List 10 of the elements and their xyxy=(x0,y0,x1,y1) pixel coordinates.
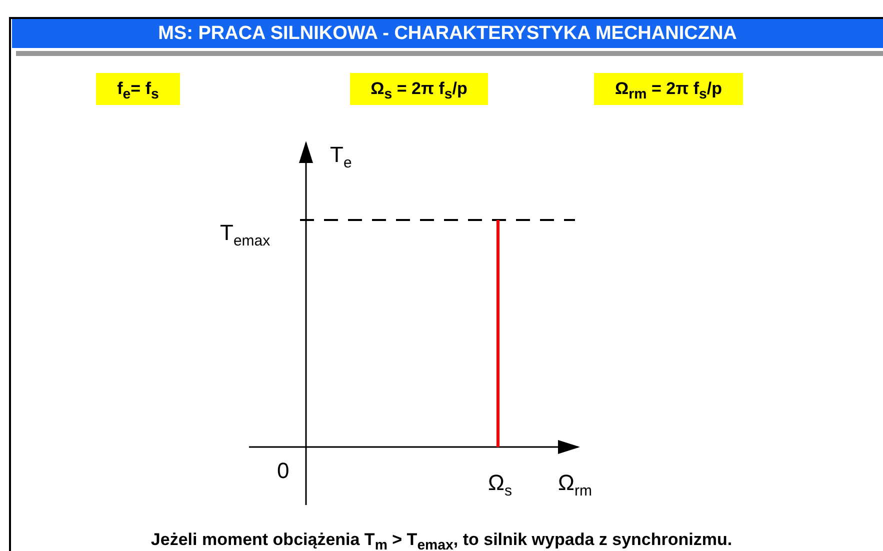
axis-label: T$_{e}$ xyxy=(330,142,352,172)
axis-value-label: Ω$_{s}$ xyxy=(488,470,512,500)
axis-label: Ω$_{rm}$ xyxy=(558,470,592,500)
caption: Jeżeli moment obciążenia T$_{m}$ > T$_{emax}$, to silnik wypada z synchronizmu. xyxy=(150,530,734,551)
axis-value-label: T$_{emax}$ xyxy=(220,220,270,250)
title-bar: MS: PRACA SILNIKOWA - CHARAKTERYSTYKA MECHANICZNA xyxy=(12,19,883,48)
formula-box: Ω$_{rm}$ = 2π f$_{s}$/p xyxy=(594,73,743,105)
formula-box: Ω$_{s}$ = 2π f$_{s}$/p xyxy=(350,73,488,105)
formula-box: f$_{e}$= f$_{s}$ xyxy=(96,73,180,105)
axis-value-label: 0 xyxy=(277,458,290,484)
